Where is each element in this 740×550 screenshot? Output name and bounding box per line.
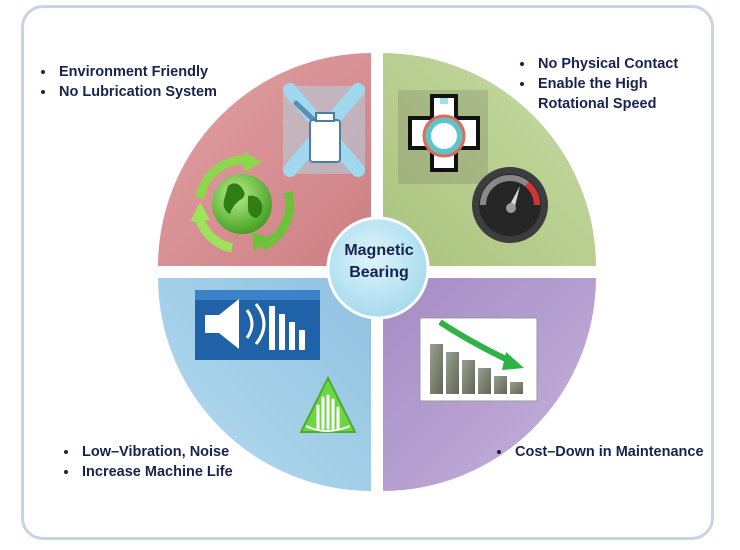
quadrant-top-left (155, 50, 373, 268)
center-label-line1: Magnetic (344, 242, 414, 259)
recycle-globe-icon (190, 152, 295, 253)
bottom-left-bullets: Low–Vibration, Noise Increase Machine Li… (60, 442, 233, 482)
cost-down-chart-icon (419, 317, 538, 402)
top-right-bullets: No Physical Contact Enable the High Rota… (516, 54, 678, 114)
center-label: Magnetic Bearing (319, 240, 439, 284)
bullet-item: Enable the High (516, 74, 678, 94)
vibration-hand-icon (299, 375, 357, 433)
bullet-item: Increase Machine Life (60, 462, 233, 482)
bullet-item: Cost–Down in Maintenance (493, 442, 704, 462)
speaker-volume-icon (195, 290, 320, 360)
bullet-item: Low–Vibration, Noise (60, 442, 233, 462)
top-left-bullets: Environment Friendly No Lubrication Syst… (37, 62, 217, 102)
center-label-line2: Bearing (349, 264, 409, 281)
bullet-item: No Physical Contact (516, 54, 678, 74)
bullet-item: No Lubrication System (37, 82, 217, 102)
bullet-item: Environment Friendly (37, 62, 217, 82)
center-circle (326, 216, 430, 320)
speedometer-icon (472, 167, 548, 243)
no-oil-can-icon (283, 83, 365, 177)
bullet-continuation: Rotational Speed (538, 96, 657, 112)
magnetic-bearing-icon (398, 90, 488, 184)
bottom-right-bullets: Cost–Down in Maintenance (493, 442, 704, 462)
